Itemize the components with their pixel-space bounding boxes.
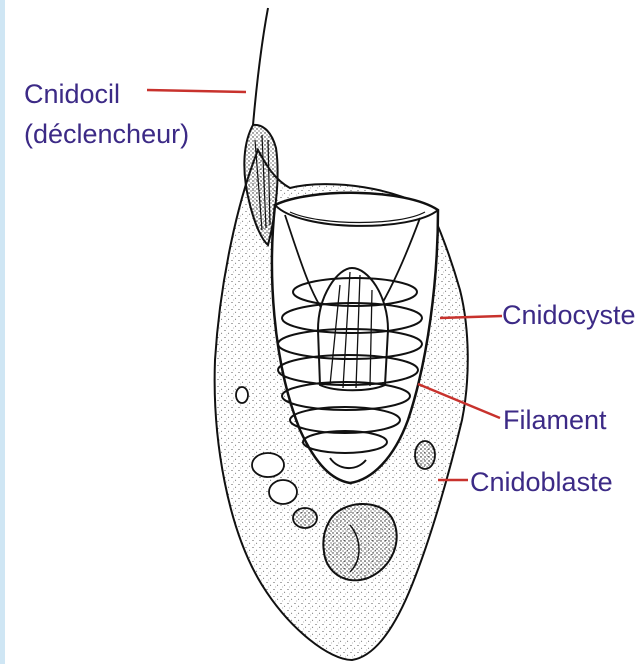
cnidocil-hair: [253, 8, 268, 125]
label-filament: Filament: [503, 404, 607, 436]
label-cnidoblaste: Cnidoblaste: [470, 466, 613, 498]
label-cnidocyste: Cnidocyste: [502, 299, 636, 331]
leader-line-cnidocil: [147, 90, 246, 92]
label-declencheur: (déclencheur): [24, 118, 189, 150]
label-cnidocil: Cnidocil: [24, 78, 120, 110]
